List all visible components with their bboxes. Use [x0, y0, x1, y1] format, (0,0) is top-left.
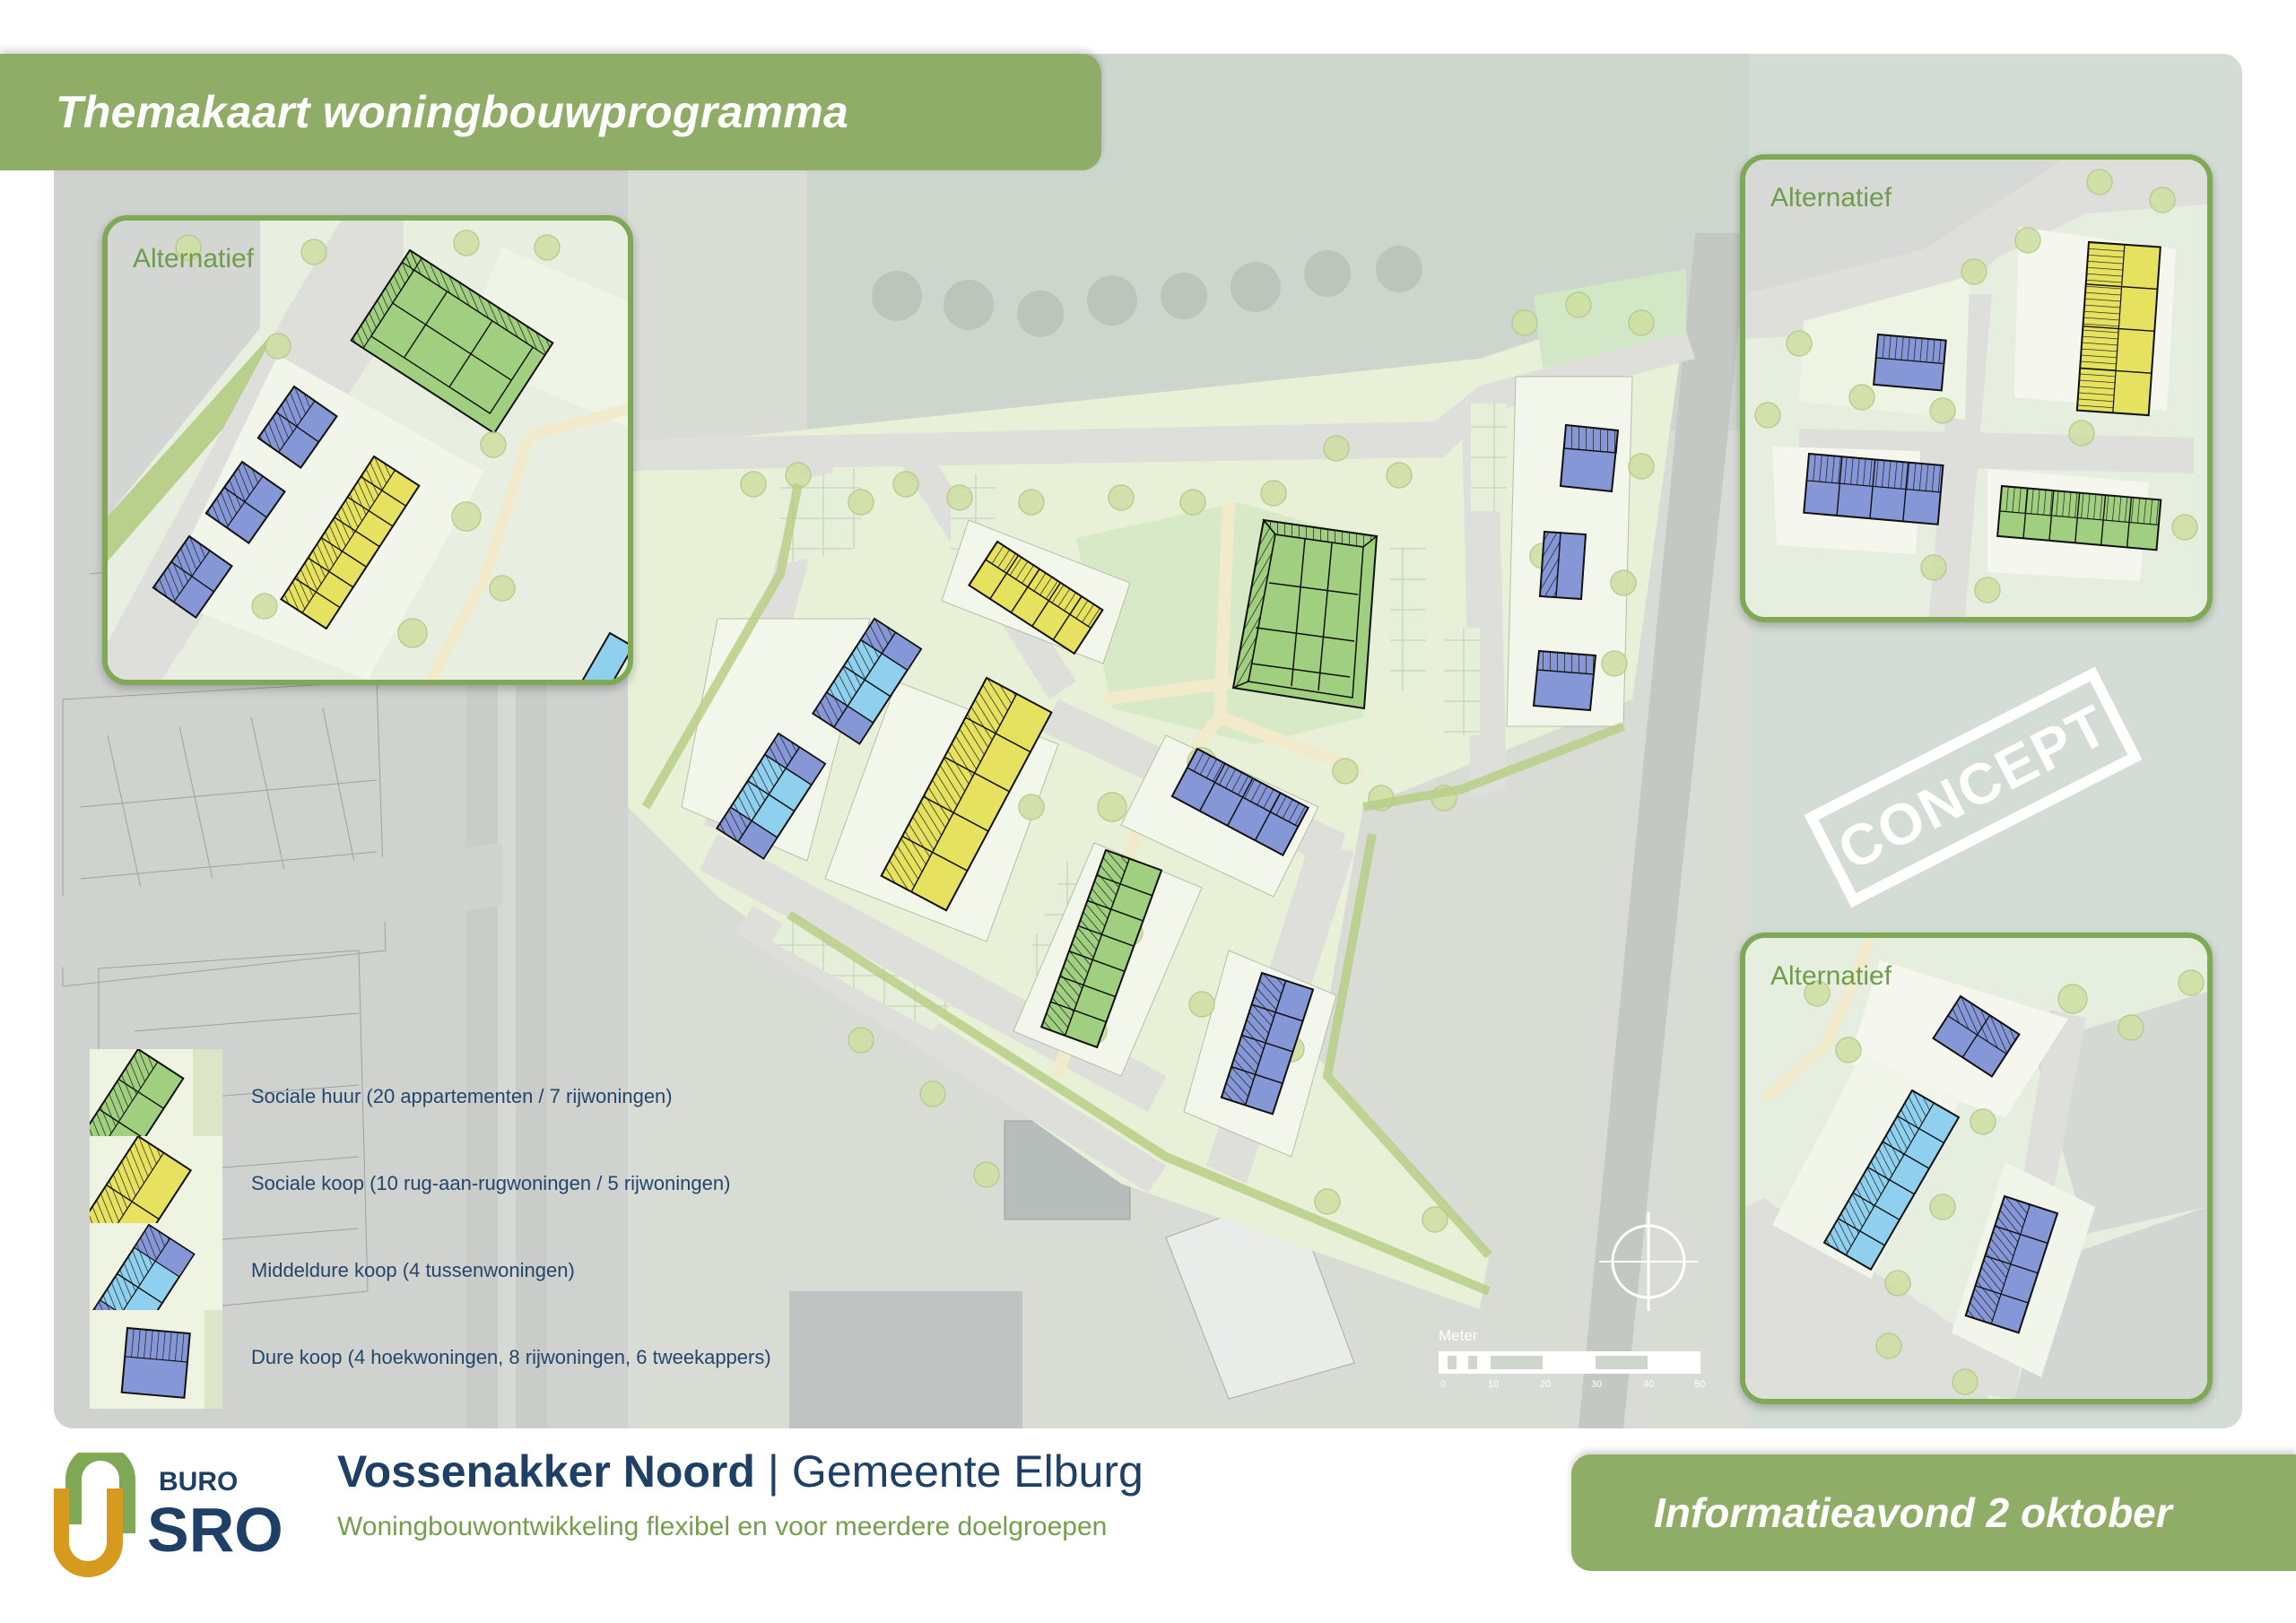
block-sociale-huur-row [1039, 848, 1163, 1049]
legend-label: Middeldure koop (4 tussenwoningen) [251, 1259, 575, 1281]
logo-sro-text: SRO [147, 1495, 283, 1565]
block-sociale-koop-large [880, 676, 1053, 912]
project-title: Vossenakker Noord|Gemeente Elburg [337, 1445, 1144, 1497]
legend-label: Sociale koop (10 rug-aan-rugwoningen / 5… [251, 1172, 731, 1194]
inset-alternative-top-left: Alternatief [102, 215, 633, 685]
block-sociale-huur-apartments [1231, 518, 1378, 710]
project-name: Vossenakker Noord [337, 1446, 755, 1497]
scale-bar-graphic [1439, 1351, 1700, 1374]
event-label: Informatieavond 2 oktober [1654, 1489, 2172, 1536]
inset-label: Alternatief [1770, 183, 1892, 213]
block-dure-koop-east-3 [1532, 649, 1597, 712]
legend-label: Dure koop (4 hoekwoningen, 8 rijwoningen… [251, 1346, 771, 1368]
inset-label: Alternatief [1770, 961, 1892, 991]
block-dure-koop-east-1 [1559, 423, 1620, 493]
inset-drawing [1745, 160, 2207, 617]
scale-unit-label: Meter [1439, 1327, 1478, 1344]
block-middeldure-koop-2 [715, 732, 827, 860]
municipality-name: Gemeente Elburg [791, 1446, 1144, 1497]
inset-drawing [1745, 938, 2207, 1399]
legend-item-sociale-koop: Sociale koop (10 rug-aan-rugwoningen / 5… [90, 1136, 807, 1235]
legend-label: Sociale huur (20 appartementen / 7 rijwo… [251, 1085, 673, 1107]
legend-swatch-blue-icon [90, 1310, 222, 1409]
block-dure-koop-row [1170, 747, 1309, 857]
title-banner: Themakaart woningbouwprogramma [0, 54, 1101, 170]
inset-alternative-top-right: Alternatief [1740, 154, 2213, 622]
block-sociale-koop-small [968, 540, 1104, 655]
event-banner: Informatieavond 2 oktober [1571, 1454, 2296, 1571]
buro-sro-logo: BURO SRO [54, 1453, 283, 1577]
inset-alternative-bottom-right: Alternatief [1740, 933, 2213, 1404]
project-subtitle: Woningbouwontwikkeling flexibel en voor … [337, 1512, 1108, 1541]
legend-item-sociale-huur: Sociale huur (20 appartementen / 7 rijwo… [90, 1049, 807, 1148]
page-title: Themakaart woningbouwprogramma [56, 87, 849, 137]
inset-drawing [108, 221, 628, 680]
block-dure-koop-east-2 [1538, 530, 1587, 601]
title-separator: | [767, 1446, 779, 1497]
logo-buro-text: BURO [159, 1467, 238, 1497]
north-arrow-icon [1599, 1212, 1698, 1311]
legend-item-middeldure-koop: Middeldure koop (4 tussenwoningen) [90, 1223, 807, 1322]
inset-label: Alternatief [133, 244, 255, 273]
legend-swatch-lightblue-icon [90, 1223, 222, 1322]
legend-swatch-yellow-icon [90, 1136, 222, 1235]
legend-item-dure-koop: Dure koop (4 hoekwoningen, 8 rijwoningen… [90, 1310, 807, 1409]
block-dure-koop-south [1220, 971, 1315, 1115]
legend-swatch-green-icon [90, 1049, 222, 1148]
block-middeldure-koop-1 [811, 617, 923, 745]
